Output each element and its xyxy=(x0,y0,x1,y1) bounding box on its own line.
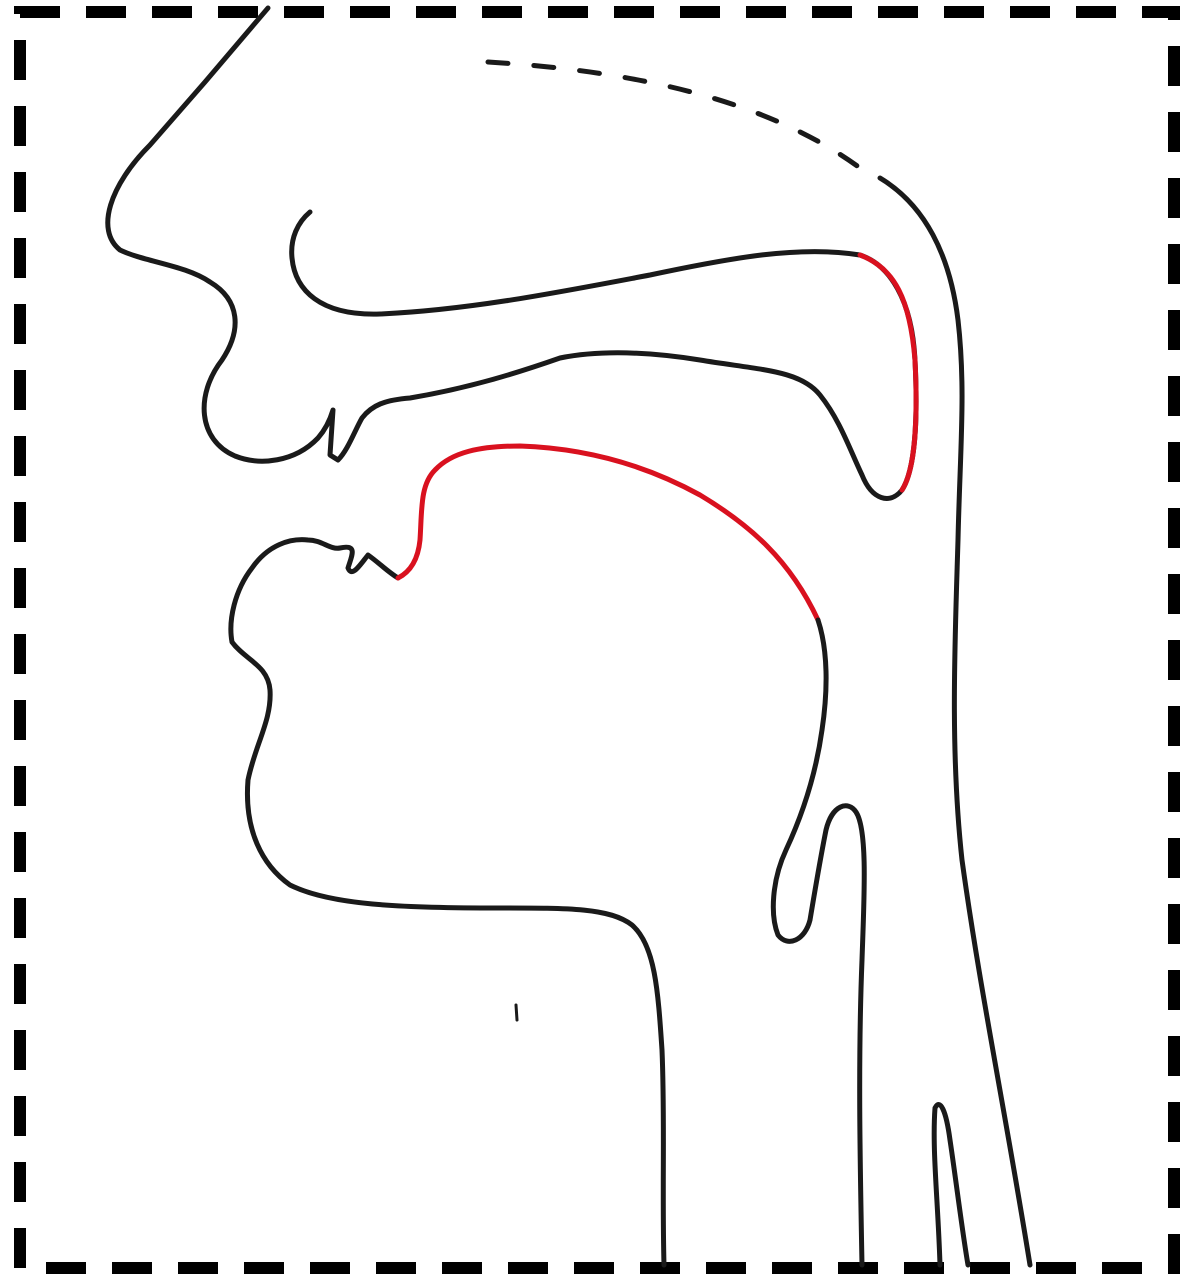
lower-jaw xyxy=(231,540,664,1265)
vocal-folds xyxy=(934,1105,968,1265)
ink-speck xyxy=(516,1005,517,1020)
skull-outline xyxy=(488,62,860,168)
face-profile xyxy=(108,8,916,498)
dashed-frame xyxy=(20,12,1174,1268)
velum-highlight xyxy=(860,255,916,490)
tongue-root xyxy=(773,620,864,1265)
pharynx-wall xyxy=(880,178,1030,1265)
tongue-highlight xyxy=(398,446,818,620)
